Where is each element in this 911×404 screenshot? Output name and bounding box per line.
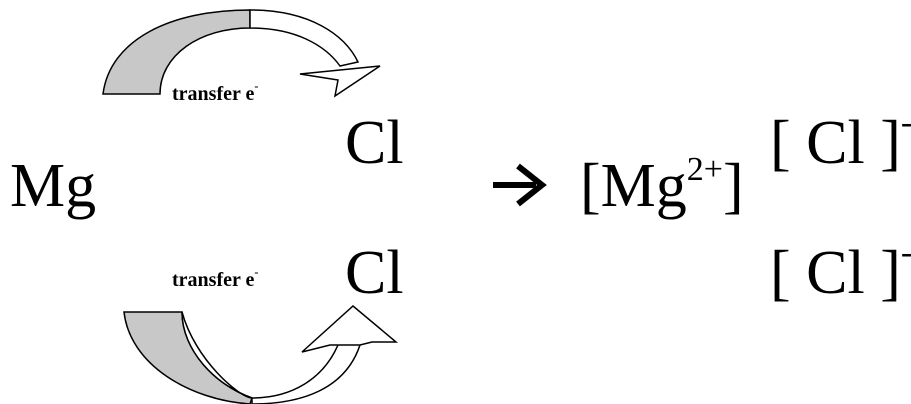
- bottom-arrow-head: [301, 305, 399, 353]
- transfer-label-top-text: transfer e: [172, 83, 255, 105]
- electron-charge-sup-bottom: -: [254, 265, 259, 279]
- electron-charge-sup-top: -: [254, 79, 259, 93]
- product-cation: [Mg2+]: [580, 152, 744, 220]
- cation-close-bracket: ]: [722, 152, 744, 220]
- reactant-cl-top: Cl: [345, 109, 404, 177]
- curved-arrow-up-right-icon: [123, 305, 399, 404]
- anion-top-text: [ Cl ]: [770, 109, 901, 177]
- reactant-mg: Mg: [10, 152, 97, 220]
- transfer-label-bottom: transfer e-: [172, 266, 258, 291]
- curved-arrow-right-icon: [102, 9, 381, 98]
- reactant-cl-bottom: Cl: [345, 239, 404, 307]
- product-anion-bottom: [ Cl ]-: [770, 236, 911, 307]
- top-arrow-head: [299, 65, 381, 98]
- top-arrow-white-band: [249, 9, 360, 67]
- anion-top-charge: -: [901, 104, 911, 141]
- transfer-label-top: transfer e-: [172, 80, 258, 105]
- anion-bottom-charge: -: [901, 234, 911, 271]
- yields-arrow-icon: [493, 163, 547, 207]
- anion-bottom-text: [ Cl ]: [770, 239, 901, 307]
- cation-charge: 2+: [686, 151, 723, 188]
- cation-open-bracket: [: [580, 152, 601, 220]
- transfer-label-bottom-text: transfer e: [172, 269, 255, 291]
- bottom-arrow-shaded-band: [123, 311, 253, 404]
- product-anion-top: [ Cl ]-: [770, 106, 911, 177]
- cation-symbol: Mg: [600, 152, 687, 220]
- top-arrow-shaded-band: [102, 9, 251, 95]
